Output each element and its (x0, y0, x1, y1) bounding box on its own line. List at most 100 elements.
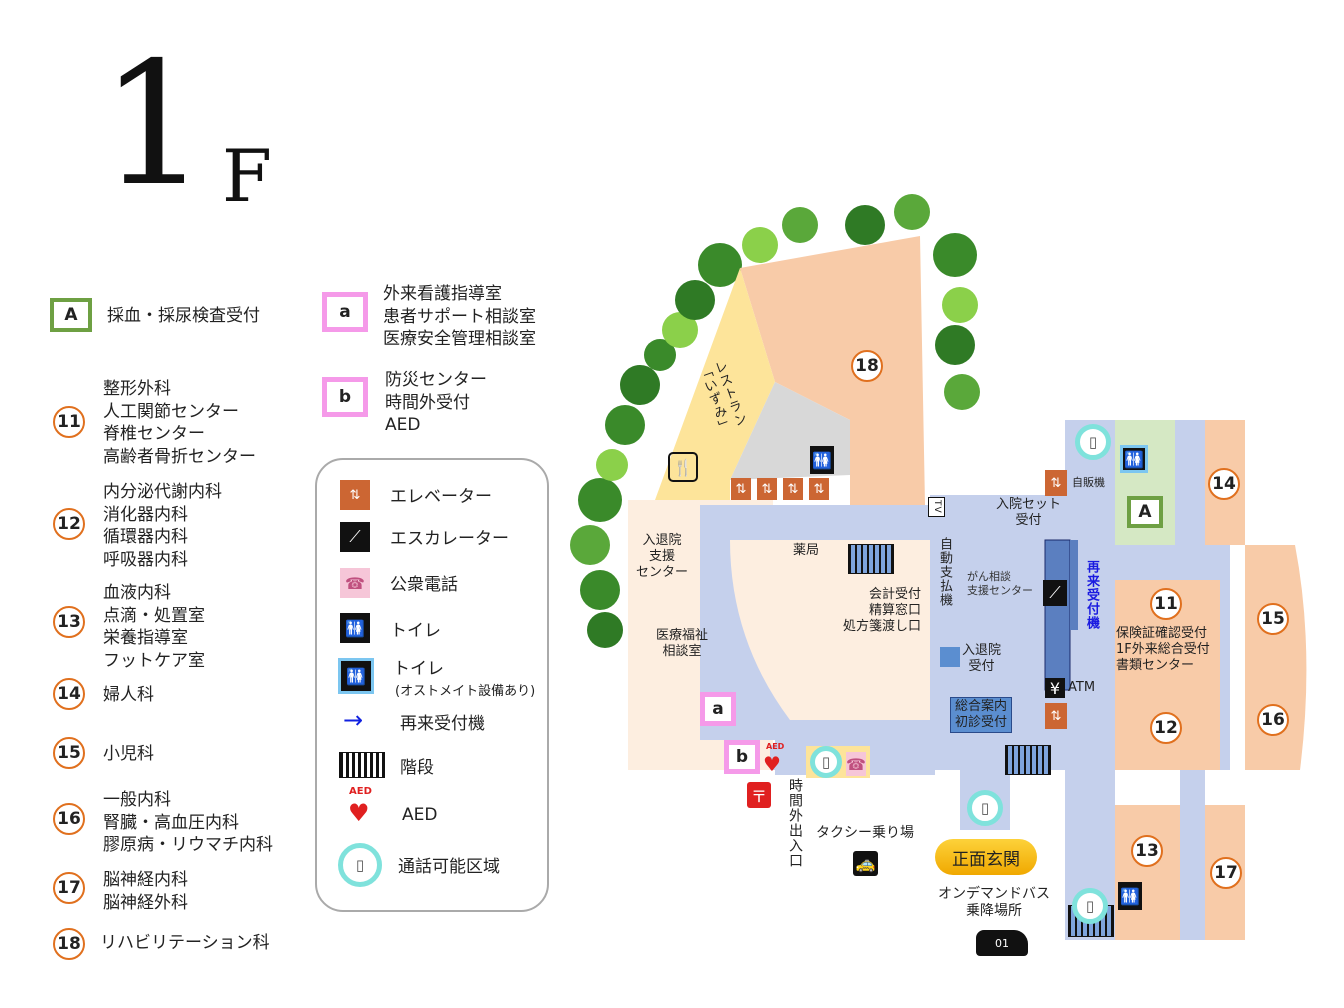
admission-set-label: 入院セット 受付 (996, 497, 1062, 528)
elevator-icon: ⇅ (1045, 470, 1067, 496)
public-phone-icon: ☎ (846, 752, 866, 776)
room-13 (1115, 805, 1180, 940)
aed-icon: ♥ (763, 752, 781, 776)
room-13-badge: 13 (1131, 835, 1163, 867)
toilet-ostomate-icon: 🚻 (1120, 445, 1148, 473)
legend-text-a: 外来看護指導室 患者サポート相談室 医療安全管理相談室 (383, 284, 536, 349)
legend-dept-11: 整形外科 人工関節センター 脊椎センター 高齢者骨折センター (103, 379, 256, 467)
legend-cellphone-zone: 通話可能区域 (398, 857, 500, 877)
legend-dept-12: 内分泌代謝内科 消化器内科 循環器内科 呼吸器内科 (103, 482, 222, 570)
legend-badge-A: A (50, 298, 92, 332)
taxi-icon: 🚕 (853, 851, 878, 876)
after-hours-exit-label: 時間外出入口 (787, 778, 803, 868)
room-a-badge: a (700, 692, 736, 726)
toilet-icon: 🚻 (1118, 882, 1142, 910)
legend-aed: AED (402, 805, 438, 825)
legend-dept-11-badge: 11 (53, 406, 85, 438)
legend-toilet-ostomate: トイレ (393, 659, 444, 679)
legend-dept-16-badge: 16 (53, 803, 85, 835)
room-18-area (740, 236, 925, 505)
cellphone-zone-icon: ▯ (1072, 888, 1108, 924)
cellphone-zone-icon: ▯ (1075, 424, 1111, 460)
room-18-badge: 18 (851, 350, 883, 382)
legend-stairs: 階段 (400, 758, 434, 778)
legend-dept-13-badge: 13 (53, 606, 85, 638)
postbox-icon: 〒 (747, 782, 771, 808)
legend-text-A: 採血・採尿検査受付 (107, 306, 260, 326)
escalator-icon: ⟋ (1043, 580, 1067, 606)
legend-escalator: エスカレーター (390, 529, 509, 549)
elevator-icon: ⇅ (757, 478, 777, 500)
floor-unit: F (222, 134, 272, 218)
elevator-icon: ⇅ (340, 480, 370, 510)
room-17-badge: 17 (1210, 857, 1242, 889)
main-entrance-label: 正面玄関 (935, 839, 1037, 875)
stairs-icon (1005, 745, 1051, 775)
elevator-icon: ⇅ (731, 478, 751, 500)
legend-dept-14-badge: 14 (53, 678, 85, 710)
cellphone-zone-icon: ▯ (338, 843, 382, 887)
info-desk-label[interactable]: 総合案内 初診受付 (950, 697, 1013, 733)
restaurant-icon: 🍴 (668, 452, 698, 482)
room-15-badge: 15 (1257, 603, 1289, 635)
escalator-block (1044, 539, 1071, 691)
trees (570, 194, 980, 648)
legend-dept-15: 小児科 (103, 744, 154, 764)
admission-support-center-label: 入退院 支援 センター (636, 533, 689, 580)
bus-icon: 01 (976, 930, 1028, 956)
pharmacy-area (730, 540, 935, 720)
atm-icon: ¥ (1045, 678, 1065, 698)
stairs-icon (848, 544, 894, 574)
restaurant-area (655, 268, 775, 505)
room-15-16 (1245, 545, 1307, 770)
taxi-stand-label: タクシー乗り場 (816, 825, 914, 841)
stairs-icon (339, 752, 385, 778)
pharmacy-label: 薬局 (793, 543, 820, 558)
admission-desk-marker (940, 647, 960, 667)
auto-pay-machine-label: 自動支払機 (937, 537, 952, 607)
aed-icon-label: AED (766, 742, 785, 751)
toilet-ostomate-icon: 🚻 (338, 658, 374, 694)
elevator-icon: ⇅ (783, 478, 803, 500)
legend-dept-17-badge: 17 (53, 872, 85, 904)
legend-dept-17: 脳神経内科 脳神経外科 (103, 870, 188, 913)
vending-machine-label: 自販機 (1072, 476, 1105, 489)
admission-desk-label: 入退院 受付 (962, 643, 1002, 674)
cashier-label: 会計受付 精算窓口 処方箋渡し口 (843, 587, 922, 634)
cancer-support-label: がん相談 支援センター (967, 570, 1033, 597)
room-16-badge: 16 (1257, 704, 1289, 736)
aed-icon: ♥ (348, 799, 370, 827)
cellphone-zone-icon: ▯ (810, 746, 842, 778)
floor-number: 1 (100, 26, 209, 224)
room-b-badge: b (724, 740, 760, 774)
room-12-badge: 12 (1150, 712, 1182, 744)
legend-phone: 公衆電話 (390, 575, 458, 595)
cellphone-zone-icon: ▯ (967, 790, 1003, 826)
legend-badge-b: b (322, 377, 368, 417)
legend-toilet-ostomate-sub: (オストメイト設備あり) (395, 684, 536, 699)
insurance-desk-label: 保険証確認受付 1F外来総合受付 書類センター (1116, 626, 1210, 673)
room-14-badge: 14 (1208, 468, 1240, 500)
aed-icon-label: AED (349, 786, 372, 797)
on-demand-bus-label: オンデマンドバス 乗降場所 (938, 886, 1050, 919)
legend-toilet: トイレ (390, 621, 441, 641)
elevator-icon: ⇅ (809, 478, 829, 500)
tv-label: TV (928, 497, 945, 517)
legend-elevator: エレベーター (390, 487, 492, 507)
escalator-icon: ⟋ (340, 522, 370, 552)
legend-text-b: 防災センター 時間外受付 AED (385, 370, 487, 435)
legend-dept-18-badge: 18 (53, 928, 85, 960)
legend-dept-15-badge: 15 (53, 737, 85, 769)
arrow-icon: → (343, 706, 364, 734)
toilet-icon: 🚻 (340, 613, 370, 643)
welfare-consultation-label: 医療福祉 相談室 (656, 628, 709, 659)
symbol-legend (315, 458, 549, 912)
public-phone-icon: ☎ (340, 568, 370, 598)
room-11-badge: 11 (1150, 588, 1182, 620)
atm-label: ATM (1068, 680, 1096, 695)
legend-dept-18: リハビリテーション科 (100, 933, 270, 953)
legend-dept-12-badge: 12 (53, 508, 85, 540)
elevator-icon: ⇅ (1045, 703, 1067, 729)
legend-dept-14: 婦人科 (103, 685, 154, 705)
